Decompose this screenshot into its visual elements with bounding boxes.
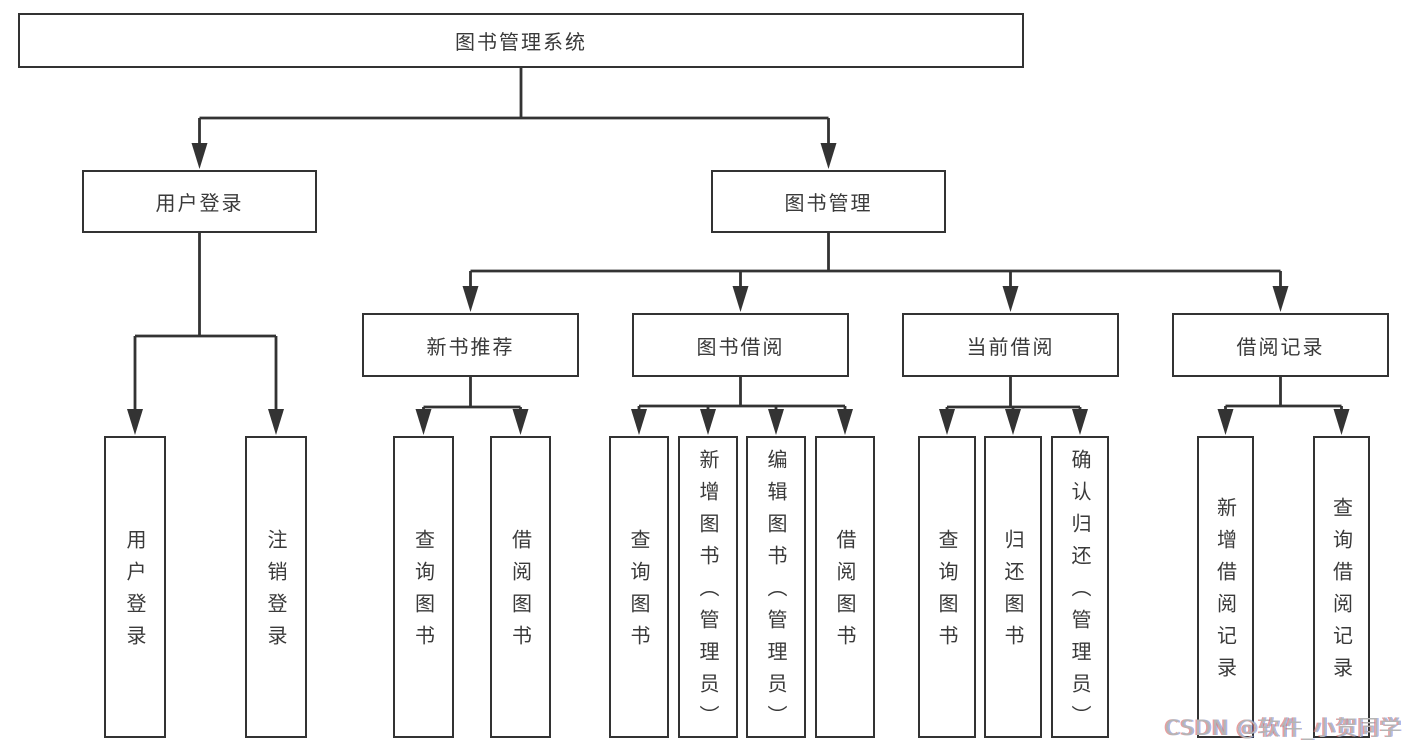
leaf-borrowing-edit-books-admin: 编辑图书（管理员） (746, 436, 806, 738)
leaf-current-query-books: 查询图书 (918, 436, 976, 738)
leaf-label: 归还图书 (1001, 529, 1025, 657)
leaf-records-query-record: 查询借阅记录 (1313, 436, 1370, 738)
node-book-borrowing: 图书借阅 (632, 313, 849, 377)
leaf-label: 查询借阅记录 (1329, 497, 1354, 689)
leaf-label: 新增借阅记录 (1213, 497, 1238, 689)
node-label: 图书借阅 (696, 334, 785, 359)
connector-lines (133, 68, 1343, 415)
node-borrowing-records: 借阅记录 (1172, 313, 1389, 377)
leaf-label: 查询图书 (411, 529, 436, 657)
node-label: 图书管理 (784, 191, 873, 215)
leaf-records-add-record: 新增借阅记录 (1197, 436, 1254, 738)
node-current-borrowing: 当前借阅 (902, 313, 1119, 377)
node-label: 当前借阅 (966, 334, 1055, 359)
node-user-login: 用户登录 (82, 170, 317, 233)
leaf-label: 查询图书 (627, 529, 651, 657)
leaf-label: 新增图书（管理员） (696, 449, 720, 737)
leaf-label: 确认归还（管理员） (1068, 449, 1092, 737)
node-book-management: 图书管理 (711, 170, 946, 233)
arrowheads (127, 143, 1350, 435)
leaf-borrowing-borrow-books: 借阅图书 (815, 436, 875, 738)
leaf-current-return-books: 归还图书 (984, 436, 1042, 738)
leaf-label: 编辑图书（管理员） (764, 449, 788, 737)
node-label: 借阅记录 (1236, 334, 1325, 359)
node-label: 图书管理系统 (455, 30, 587, 54)
leaf-newbook-query-books: 查询图书 (393, 436, 454, 738)
leaf-logout: 注销登录 (245, 436, 307, 738)
leaf-label: 用户登录 (123, 529, 147, 657)
leaf-label: 查询图书 (935, 529, 959, 657)
leaf-newbook-borrow-books: 借阅图书 (490, 436, 551, 738)
node-label: 新书推荐 (426, 334, 515, 359)
leaf-borrowing-add-books-admin: 新增图书（管理员） (678, 436, 738, 738)
leaf-current-confirm-return-admin: 确认归还（管理员） (1051, 436, 1109, 738)
node-label: 用户登录 (155, 191, 244, 215)
leaf-label: 注销登录 (264, 529, 288, 657)
leaf-label: 借阅图书 (833, 529, 857, 657)
node-new-book-recommend: 新书推荐 (362, 313, 579, 377)
leaf-user-login: 用户登录 (104, 436, 166, 738)
leaf-borrowing-query-books: 查询图书 (609, 436, 669, 738)
leaf-label: 借阅图书 (508, 529, 533, 657)
node-root-system: 图书管理系统 (18, 13, 1024, 68)
